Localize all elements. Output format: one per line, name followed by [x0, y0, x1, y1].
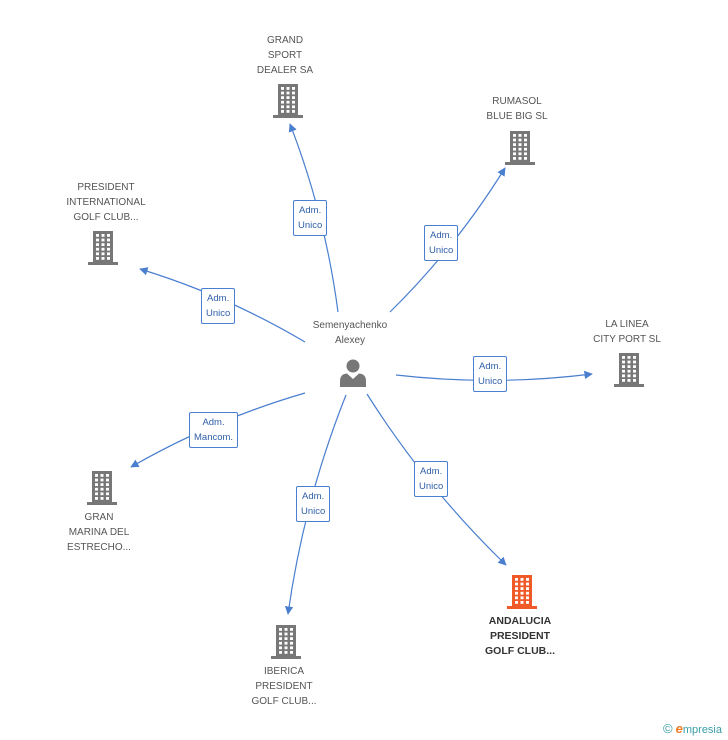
edge-label-line: Unico	[478, 376, 503, 387]
edge-label-line: Unico	[206, 308, 231, 319]
building-icon[interactable]	[87, 471, 117, 505]
edge-label-line: Adm.	[299, 205, 322, 216]
company-label-la-linea[interactable]: LA LINEA CITY PORT SL	[557, 317, 697, 347]
edge-label-line: Adm.	[430, 230, 453, 241]
company-label-line: GRAN	[84, 512, 114, 523]
copyright-symbol: ©	[663, 721, 673, 736]
company-label-line: PRESIDENT	[77, 182, 135, 193]
company-label-line: MARINA DEL	[68, 527, 130, 538]
company-label-line: RUMASOL	[492, 96, 542, 107]
building-icon[interactable]	[507, 575, 537, 609]
edge-label-line: Unico	[298, 220, 323, 231]
edge-label-line: Mancom.	[194, 432, 234, 443]
company-label-iberica[interactable]: IBERICA PRESIDENT GOLF CLUB...	[214, 664, 354, 709]
building-icon[interactable]	[273, 84, 303, 118]
edge-label-andalucia[interactable]: Adm. Unico	[414, 461, 449, 497]
company-label-line: LA LINEA	[605, 319, 649, 330]
building-icon[interactable]	[614, 353, 644, 387]
company-label-line: BLUE BIG SL	[486, 111, 548, 122]
edge-label-line: Adm.	[479, 361, 502, 372]
brand-initial: e	[675, 721, 683, 736]
company-label-rumasol[interactable]: RUMASOL BLUE BIG SL	[447, 94, 587, 124]
building-icon[interactable]	[505, 131, 535, 165]
person-icon[interactable]	[338, 357, 368, 387]
edge-label-line: Unico	[429, 245, 454, 256]
person-name-line-1: Semenyachenko	[312, 320, 388, 331]
edge-label-grand-sport[interactable]: Adm. Unico	[293, 200, 328, 236]
company-label-line: PRESIDENT	[489, 630, 551, 642]
company-label-line: IBERICA	[263, 666, 304, 677]
company-label-line: CITY PORT SL	[593, 334, 661, 345]
edge-label-gran-marina[interactable]: Adm. Mancom.	[189, 412, 239, 448]
company-label-line: GRAND	[266, 35, 304, 46]
company-label-line: ESTRECHO...	[67, 542, 131, 553]
company-label-line: ANDALUCIA	[488, 615, 552, 627]
edge-label-line: Adm.	[420, 466, 443, 477]
company-label-line: SPORT	[267, 50, 303, 61]
edge-label-rumasol[interactable]: Adm. Unico	[424, 225, 459, 261]
edge-label-line: Adm.	[202, 417, 225, 428]
company-label-gran-marina[interactable]: GRAN MARINA DEL ESTRECHO...	[29, 510, 169, 555]
company-label-line: GOLF CLUB...	[73, 212, 139, 223]
edge-label-line: Unico	[301, 506, 326, 517]
company-label-line: PRESIDENT	[255, 681, 313, 692]
brand-watermark: ©empresia	[663, 721, 722, 736]
edge-label-la-linea[interactable]: Adm. Unico	[473, 356, 508, 392]
edge-label-line: Adm.	[302, 491, 325, 502]
person-name-line-2: Alexey	[334, 335, 365, 346]
company-label-grand-sport[interactable]: GRAND SPORT DEALER SA	[215, 33, 355, 78]
company-label-line: INTERNATIONAL	[66, 197, 146, 208]
edge-label-president-international[interactable]: Adm. Unico	[201, 288, 236, 324]
company-label-andalucia[interactable]: ANDALUCIA PRESIDENT GOLF CLUB...	[450, 614, 590, 659]
person-name: Semenyachenko Alexey	[290, 318, 410, 348]
company-label-line: GOLF CLUB...	[485, 645, 555, 657]
building-icon[interactable]	[88, 231, 118, 265]
company-label-president-international[interactable]: PRESIDENT INTERNATIONAL GOLF CLUB...	[36, 180, 176, 225]
edge-label-line: Adm.	[207, 293, 230, 304]
brand-name: mpresia	[682, 724, 722, 736]
building-icon[interactable]	[271, 625, 301, 659]
edge-label-iberica[interactable]: Adm. Unico	[296, 486, 331, 522]
company-label-line: GOLF CLUB...	[251, 696, 317, 707]
edge-label-line: Unico	[419, 481, 444, 492]
company-label-line: DEALER SA	[256, 65, 314, 76]
